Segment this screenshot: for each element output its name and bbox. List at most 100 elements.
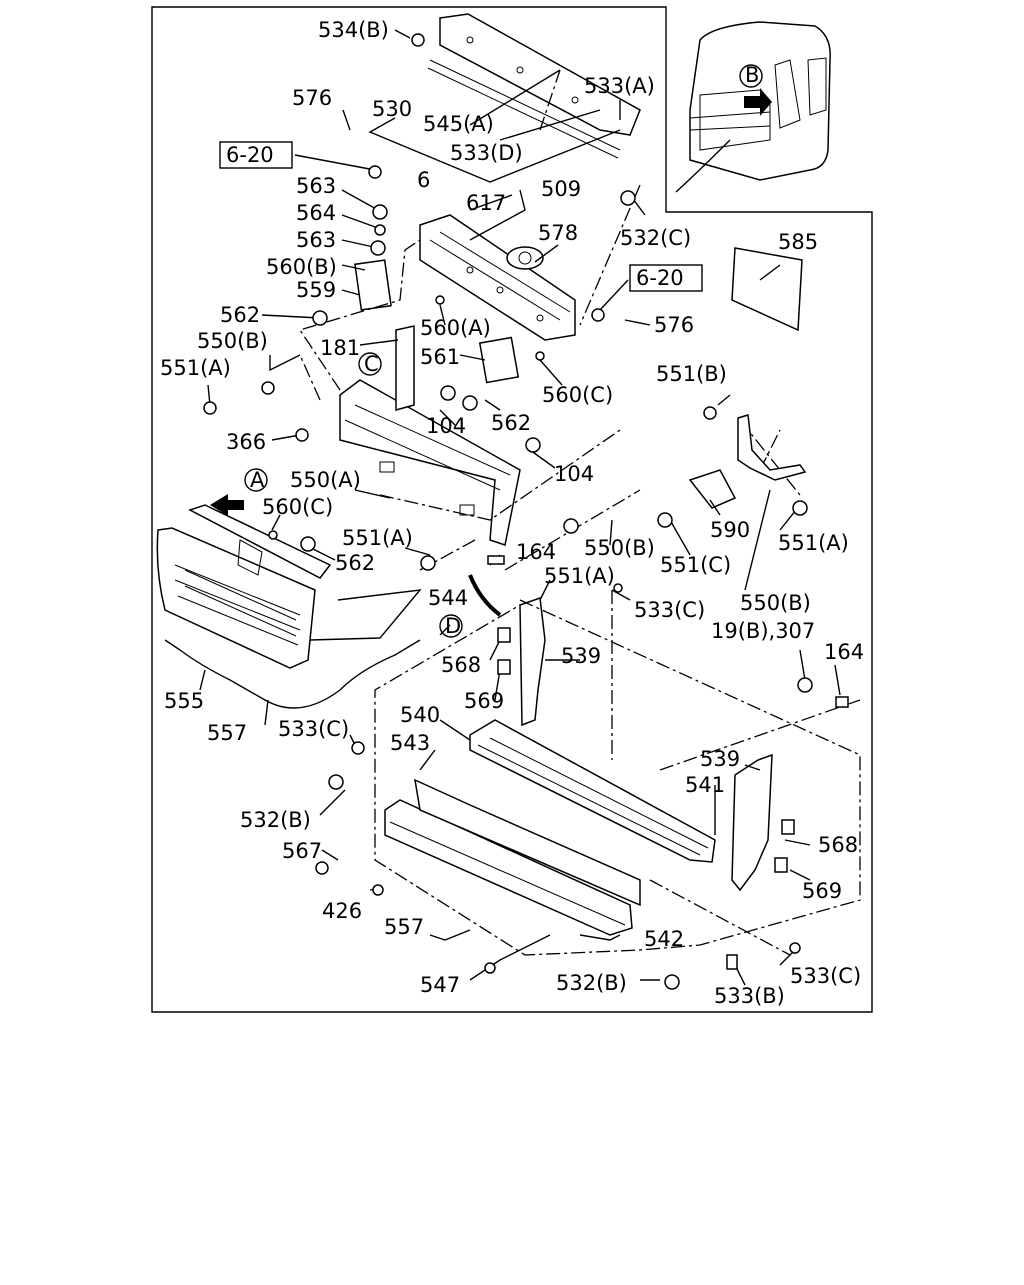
reference-6-20-b: 6-20 xyxy=(636,266,684,290)
callout-569-a: 569 xyxy=(464,689,504,713)
callout-560b: 560(B) xyxy=(266,255,337,279)
bracket-561 xyxy=(478,336,520,384)
callout-564: 564 xyxy=(296,201,336,225)
callout-533c-a: 533(C) xyxy=(634,598,705,622)
view-a-marker xyxy=(244,468,268,492)
reference-box-6-20-b xyxy=(629,264,703,292)
release-cable-555 xyxy=(164,639,421,709)
callout-551a-a: 551(A) xyxy=(160,356,231,380)
callout-578: 578 xyxy=(538,221,578,245)
callout-533a: 533(A) xyxy=(584,74,655,98)
callout-533c-c: 533(C) xyxy=(790,964,861,988)
callout-576-a: 576 xyxy=(292,86,332,110)
callout-547: 547 xyxy=(420,973,460,997)
callout-104-a: 104 xyxy=(426,414,466,438)
upper-crossmember-545 xyxy=(427,13,641,159)
callout-561: 561 xyxy=(420,345,460,369)
view-c-marker xyxy=(358,352,382,376)
marker-letter-c: C xyxy=(364,352,379,376)
callout-164-b: 164 xyxy=(824,640,864,664)
view-b-marker xyxy=(739,64,763,88)
reference-6-20-a: 6-20 xyxy=(226,143,274,167)
callout-550b-c: 550(B) xyxy=(584,536,655,560)
callout-563-a: 563 xyxy=(296,174,336,198)
callout-568-b: 568 xyxy=(818,833,858,857)
callout-542: 542 xyxy=(644,927,684,951)
callout-366: 366 xyxy=(226,430,266,454)
callout-551a-c: 551(A) xyxy=(342,526,413,550)
callout-532c: 532(C) xyxy=(620,226,691,250)
panel-outline-inner xyxy=(611,590,861,771)
callout-539-a: 539 xyxy=(561,644,601,668)
upper-bracket-509 xyxy=(419,214,576,341)
view-b-arrow-icon xyxy=(744,88,772,116)
inset-pointer-line xyxy=(675,139,731,193)
front-grille-544 xyxy=(156,504,332,669)
callout-426: 426 xyxy=(322,899,362,923)
callout-540: 540 xyxy=(400,703,440,727)
view-a-arrow-icon xyxy=(210,494,244,516)
bracket-centerlines xyxy=(298,239,421,401)
diagram-frame xyxy=(151,6,873,1013)
callout-550b-b: 550(B) xyxy=(740,591,811,615)
callout-562-c: 562 xyxy=(335,551,375,575)
callout-533d: 533(D) xyxy=(450,141,523,165)
callout-534b: 534(B) xyxy=(318,18,389,42)
mid-bracket-assembly xyxy=(339,325,521,546)
callout-544: 544 xyxy=(428,586,468,610)
callout-569-b: 569 xyxy=(802,879,842,903)
callout-555: 555 xyxy=(164,689,204,713)
callout-532b-a: 532(B) xyxy=(240,808,311,832)
cab-inset-illustration xyxy=(675,21,831,193)
marker-letter-b: B xyxy=(745,63,759,87)
side-bracket-539-right xyxy=(731,753,773,892)
right-bracket-590 xyxy=(688,414,807,509)
callout-557-b: 557 xyxy=(384,915,424,939)
control-unit-559 xyxy=(354,259,392,311)
callout-543: 543 xyxy=(390,731,430,755)
callout-563-b: 563 xyxy=(296,228,336,252)
callout-562-a: 562 xyxy=(220,303,260,327)
callout-6: 6 xyxy=(417,168,430,192)
view-d-marker xyxy=(439,614,463,638)
side-bracket-539-left xyxy=(519,596,546,727)
callout-104-b: 104 xyxy=(554,462,594,486)
callout-539-b: 539 xyxy=(700,747,740,771)
callout-551a-b: 551(A) xyxy=(778,531,849,555)
curved-pointer-arrow xyxy=(468,574,502,617)
callout-551b: 551(B) xyxy=(656,362,727,386)
callout-533c-b: 533(C) xyxy=(278,717,349,741)
lower-crossmember-542 xyxy=(384,778,641,936)
callout-585: 585 xyxy=(778,230,818,254)
callout-550b-a: 550(B) xyxy=(197,329,268,353)
callout-533b: 533(B) xyxy=(714,984,785,1008)
callout-559: 559 xyxy=(296,278,336,302)
callout-567: 567 xyxy=(282,839,322,863)
callout-19b-307: 19(B),307 xyxy=(711,619,815,643)
callout-590: 590 xyxy=(710,518,750,542)
callout-551c: 551(C) xyxy=(660,553,731,577)
callout-560c-b: 560(C) xyxy=(262,495,333,519)
callout-557-a: 557 xyxy=(207,721,247,745)
top-centerlines xyxy=(539,69,641,326)
bottom-centerline xyxy=(649,879,791,956)
callout-181: 181 xyxy=(320,336,360,360)
fasteners xyxy=(203,33,849,990)
callout-560a: 560(A) xyxy=(420,316,491,340)
lower-panel-540 xyxy=(469,719,716,863)
callout-562-b: 562 xyxy=(491,411,531,435)
callout-164-a: 164 xyxy=(516,540,556,564)
marker-letter-a: A xyxy=(250,468,265,492)
callout-560c-a: 560(C) xyxy=(542,383,613,407)
plate-585 xyxy=(731,247,803,332)
callout-576-b: 576 xyxy=(654,313,694,337)
callout-617: 617 xyxy=(466,191,506,215)
callout-labels: 534(B) 576 530 545(A) 533(A) 533(D) 6-20… xyxy=(160,18,864,1008)
callout-530: 530 xyxy=(372,97,412,121)
callout-551a-d: 551(A) xyxy=(544,564,615,588)
marker-letter-d: D xyxy=(445,614,461,638)
callout-550a: 550(A) xyxy=(290,468,361,492)
callout-568-a: 568 xyxy=(441,653,481,677)
